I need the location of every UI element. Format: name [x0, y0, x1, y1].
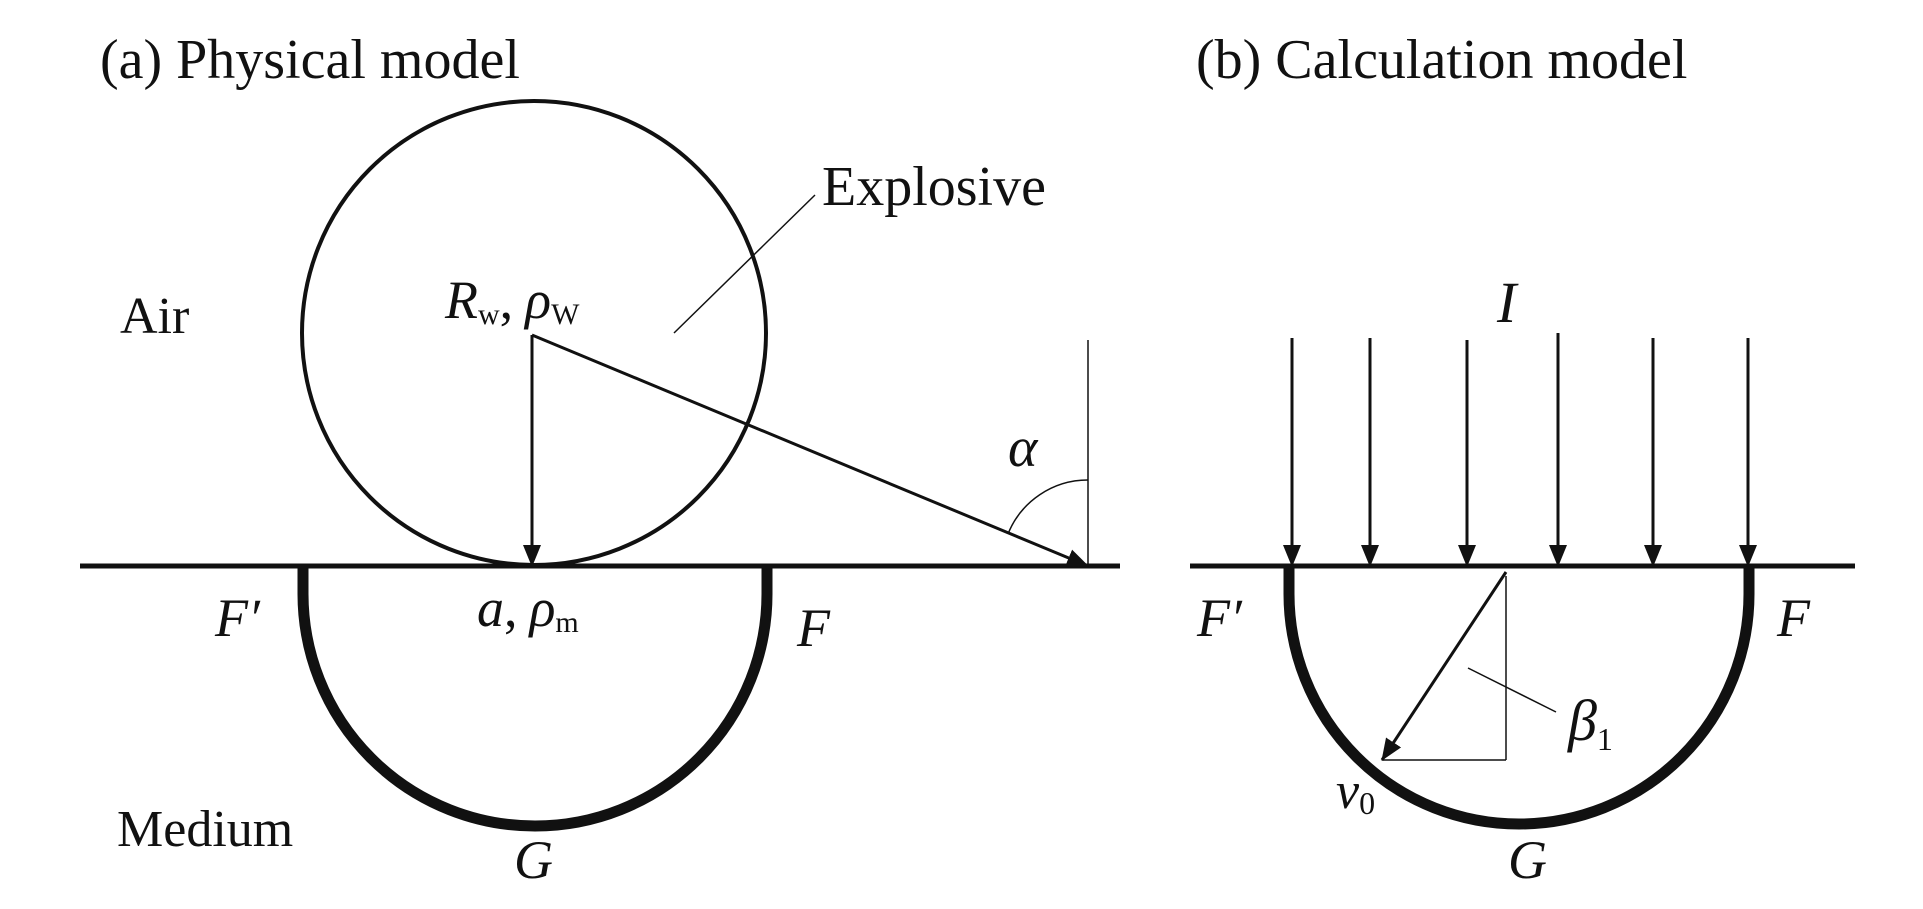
contact-comma: ,: [504, 578, 518, 638]
explosive-label: Explosive: [822, 156, 1046, 218]
panel-a-title: (a) Physical model: [100, 29, 520, 91]
alpha-arc: [1007, 479, 1089, 535]
beta-subscript: 1: [1597, 721, 1613, 757]
medium-density-subscript: m: [555, 606, 578, 639]
crater-boundary-b: [1283, 566, 1755, 830]
f-label-b: F: [1776, 588, 1811, 648]
beta-symbol: β: [1567, 688, 1597, 753]
g-label-a: G: [514, 830, 553, 890]
explosive-density-symbol: ρ: [523, 270, 551, 330]
v0-label: v0: [1336, 763, 1375, 821]
panel-b-title: (b) Calculation model: [1196, 29, 1687, 91]
explosive-density-subscript: W: [551, 298, 580, 331]
f-prime-label-a: F′: [214, 588, 261, 648]
beta-leader-line: [1467, 667, 1557, 713]
contact-radius-symbol: a: [477, 578, 504, 638]
velocity-arrow: [1380, 571, 1508, 761]
radius-comma: ,: [500, 270, 514, 330]
crater-boundary-a: [297, 566, 773, 832]
g-label-b: G: [1508, 830, 1547, 890]
oblique-arrow: [531, 333, 1089, 568]
beta-label: β1: [1567, 688, 1613, 757]
air-label: Air: [120, 288, 189, 345]
impulse-label: I: [1496, 270, 1519, 335]
medium-label: Medium: [117, 801, 293, 858]
explosive-leader-line: [673, 194, 816, 334]
radius-symbol: R: [444, 270, 478, 330]
radius-density-label: Rw,ρW: [444, 270, 580, 331]
panel-b: (b) Calculation model I β1 v0 F′ F G: [1190, 29, 1855, 890]
velocity-symbol: v: [1336, 763, 1360, 820]
alpha-label: α: [1008, 417, 1039, 479]
velocity-subscript: 0: [1359, 785, 1375, 821]
contact-density-label: a,ρm: [477, 578, 579, 639]
explosive-circle: [300, 99, 768, 567]
medium-density-symbol: ρ: [528, 578, 556, 638]
f-prime-label-b: F′: [1196, 588, 1243, 648]
panel-a: (a) Physical model Explosive Air Medium …: [80, 29, 1120, 890]
f-label-a: F: [796, 598, 831, 658]
radius-subscript: w: [478, 298, 500, 331]
